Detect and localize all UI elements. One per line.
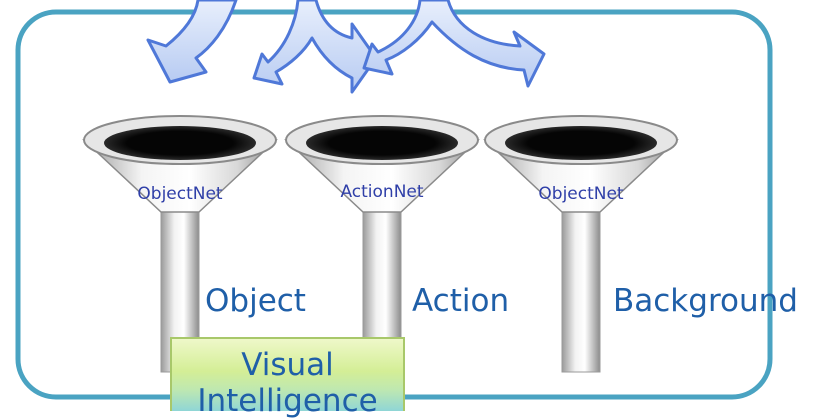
funnel-2 [284,115,480,373]
funnel-2-label: ActionNet [340,182,424,202]
arrow-left-icon [146,0,238,84]
funnel-3-opening [505,126,657,160]
funnel-2-opening [306,126,458,160]
funnel-1 [82,115,278,373]
funnel-3-stem [561,211,601,373]
funnel-1-label: ObjectNet [137,184,223,204]
visual-intelligence-box: Visual Intelligence [170,337,405,419]
arrow-right-icon [362,0,546,88]
output-label-action: Action [412,283,510,319]
funnel-1-opening [104,126,256,160]
output-label-background: Background [613,283,798,319]
output-label-object: Object [205,283,306,319]
funnel-3-label: ObjectNet [538,184,624,204]
arrow-middle-icon [252,0,378,94]
visual-intelligence-label: Visual Intelligence [197,347,378,419]
input-arrows [146,0,546,94]
funnel-3 [483,115,679,373]
